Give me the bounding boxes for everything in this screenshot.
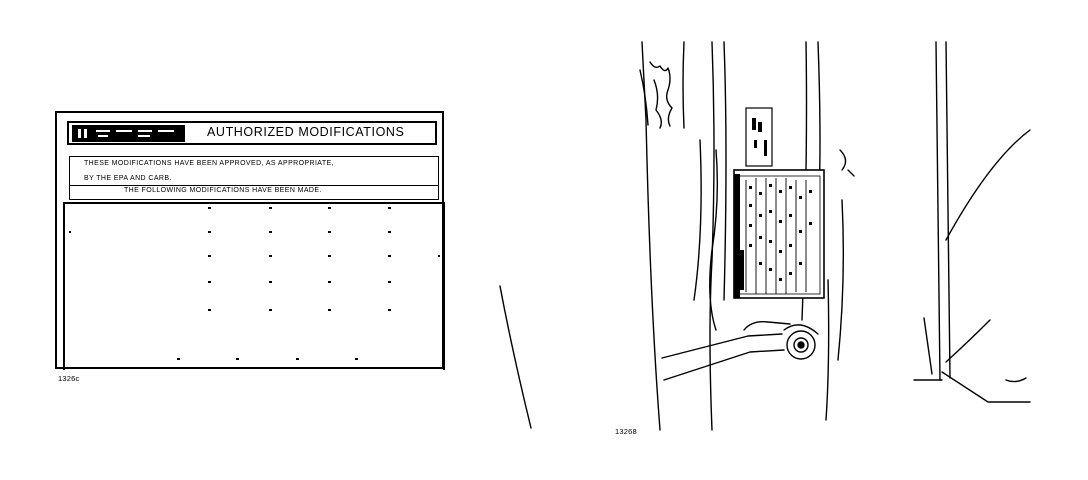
striker-bolt — [786, 330, 816, 360]
logo-lettering — [78, 129, 174, 138]
authorized-modifications-label: mazda AUTHORIZED MODIFICATIONS THESE MOD… — [55, 111, 445, 370]
modifications-area — [63, 202, 445, 370]
door-edge-left — [641, 41, 661, 431]
approval-line-1: THESE MODIFICATIONS HAVE BEEN APPROVED, … — [84, 160, 334, 167]
jamb-mounted-label — [733, 169, 825, 299]
brand-text: mazda — [72, 125, 76, 126]
mazda-logo: mazda — [72, 125, 185, 142]
label-header: mazda AUTHORIZED MODIFICATIONS — [67, 121, 437, 145]
vin-tag — [745, 107, 773, 167]
weatherstrip — [649, 61, 673, 127]
approval-statement: THESE MODIFICATIONS HAVE BEEN APPROVED, … — [69, 156, 439, 186]
body-panel-curve — [499, 285, 532, 429]
modification-check-marks — [69, 207, 440, 360]
approval-line-2: BY THE EPA AND CARB. — [84, 175, 172, 182]
following-header: THE FOLLOWING MODIFICATIONS HAVE BEEN MA… — [69, 184, 439, 200]
figure-code-left: 1326c — [58, 374, 80, 383]
following-text: THE FOLLOWING MODIFICATIONS HAVE BEEN MA… — [124, 187, 322, 194]
label-title: AUTHORIZED MODIFICATIONS — [207, 125, 405, 139]
door-check-arm — [661, 333, 783, 359]
door-frame-right — [935, 41, 941, 381]
pillar-line-1 — [709, 41, 715, 431]
figure-code-right: 13268 — [615, 427, 637, 436]
